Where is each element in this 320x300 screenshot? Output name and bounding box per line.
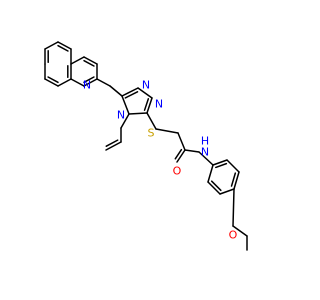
bond-ch2-co — [177, 132, 186, 151]
bond-nt4-al1 — [120, 113, 130, 129]
atom-N-triazole-allyl: N — [117, 109, 125, 122]
bond-nt4-ct1 — [121, 95, 130, 115]
bond-ct1-nt1-double — [124, 91, 139, 99]
bond-ph4-ph5 — [219, 188, 235, 195]
bond-c6-nq — [83, 78, 98, 87]
bond-c3a-c4 — [70, 56, 85, 65]
bond-na-ph1 — [198, 151, 214, 166]
bond-c4-c5-double — [83, 59, 95, 67]
bond-ph2-ph3 — [226, 159, 240, 173]
bond-c8a-c8 — [57, 78, 72, 87]
bond-al2-al3 — [105, 141, 122, 151]
bond-ph5-ph6-double — [210, 180, 222, 192]
bond-nq-c8a — [70, 78, 85, 87]
atom-N-triazole-right: N — [155, 98, 163, 111]
bond-nt2-ct2-double — [143, 98, 150, 111]
bond-c8-c7 — [44, 78, 59, 87]
atom-N-amide: N — [201, 146, 209, 159]
bond-ct2-nt4 — [128, 112, 148, 115]
bond-al2-al3-double — [105, 139, 119, 147]
bond-c6-qc — [96, 78, 111, 87]
bond-c2-c3 — [57, 41, 72, 50]
molecule-structure: N N N N S O N H O — [44, 41, 248, 251]
bond-ph6-ph1 — [207, 164, 214, 183]
atom-O-carbonyl: O — [173, 165, 182, 178]
bond-s-ch2 — [155, 128, 179, 134]
atom-N-quinoline: N — [83, 79, 91, 92]
atom-label-layer: N N N N S O N H O — [83, 79, 238, 242]
atom-H-amide: H — [201, 135, 209, 148]
bond-c4-c5 — [83, 56, 98, 65]
bond-ct2-s — [146, 112, 157, 130]
bond-c1-c2 — [44, 41, 59, 50]
bond-nt1-nt2 — [137, 87, 153, 99]
bond-co-na — [184, 149, 200, 153]
molecule-canvas: N N N N S O N H O — [44, 41, 248, 251]
bond-ph1-ph2 — [212, 159, 228, 166]
bond-ph4-oe — [232, 188, 235, 227]
bond-ph3-ph4-double — [230, 172, 237, 187]
bond-ph5-ph6 — [207, 181, 221, 195]
bond-c2-c3-double — [57, 44, 69, 52]
bond-nt2-ct2 — [146, 97, 153, 114]
bond-co-oc-double — [174, 148, 183, 160]
atom-S-thioether: S — [148, 127, 155, 140]
atom-O-ether: O — [229, 229, 238, 242]
bond-layer — [44, 41, 248, 251]
bond-c8-c7-double — [47, 76, 59, 84]
bond-c6-nq-double — [83, 76, 95, 84]
bond-ph3-ph4 — [233, 171, 240, 190]
bond-ph1-ph2-double — [215, 162, 228, 169]
bond-ct1-nt1 — [121, 87, 139, 97]
bond-co-oc — [176, 149, 186, 163]
bond-qc-ct1 — [109, 85, 123, 97]
atom-N-triazole-top: N — [142, 79, 150, 92]
bond-oe-et1 — [232, 225, 248, 237]
